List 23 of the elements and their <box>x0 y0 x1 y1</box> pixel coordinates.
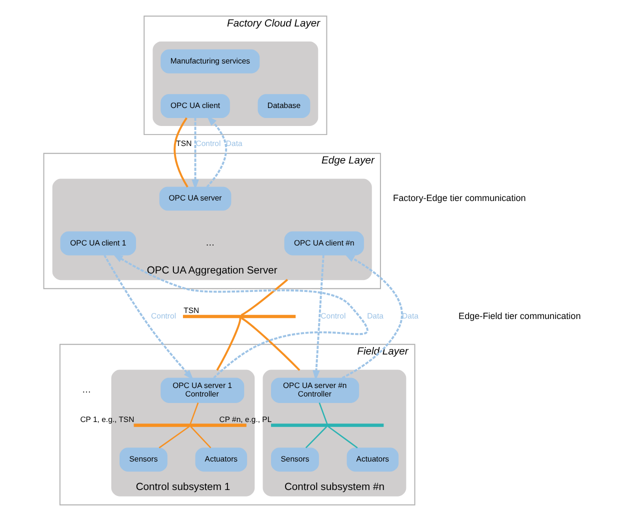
connector <box>240 317 300 371</box>
connector <box>327 426 358 448</box>
arrow <box>312 255 324 381</box>
arrow <box>112 254 367 379</box>
connector <box>190 426 211 448</box>
label: … <box>81 384 91 395</box>
connector <box>173 117 188 188</box>
label: … <box>205 238 214 248</box>
label: Edge-Field tier communication <box>458 310 580 321</box>
label: Factory-Edge tier communication <box>392 193 526 204</box>
arrow <box>191 118 198 190</box>
connector <box>318 402 328 424</box>
node-bar <box>182 314 296 318</box>
connector <box>158 426 189 448</box>
connector <box>189 402 198 424</box>
arrow <box>206 116 227 188</box>
node-bar <box>270 424 384 427</box>
connector <box>240 278 288 316</box>
arrow <box>103 254 194 380</box>
connector <box>304 426 327 448</box>
node-bar <box>133 424 246 427</box>
arrow <box>341 254 402 379</box>
connector <box>216 318 241 371</box>
